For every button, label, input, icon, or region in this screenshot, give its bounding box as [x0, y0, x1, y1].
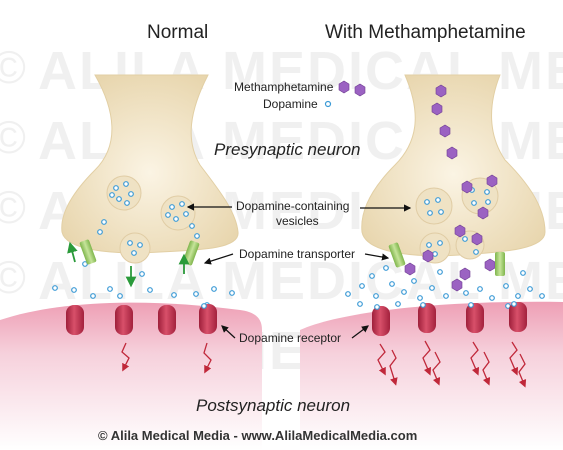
vesicle	[415, 187, 453, 225]
dopamine-transporter	[79, 239, 97, 265]
title-with-meth: With Methamphetamine	[325, 22, 526, 43]
vesicles-label-line1: Dopamine-containing	[236, 199, 350, 213]
watermark-symbol: ©	[0, 251, 26, 303]
postsynaptic-membrane-right	[300, 301, 563, 450]
legend-meth-marker	[338, 80, 350, 94]
title-normal: Normal	[147, 22, 209, 43]
methamphetamine-molecules	[354, 83, 498, 292]
bound-dopamine	[201, 301, 517, 310]
postsynaptic-membrane-left	[0, 302, 262, 450]
postsynaptic-label: Postsynaptic neuron	[196, 396, 351, 415]
presynaptic-label: Presynaptic neuron	[214, 140, 361, 159]
dopamine-transporter	[495, 252, 505, 276]
vesicle	[119, 232, 151, 264]
reuptake-arrows	[67, 241, 190, 288]
dopamine-transporter	[388, 242, 406, 268]
dopamine-receptor	[115, 305, 133, 335]
legend-meth-label: Methamphetamine	[234, 80, 334, 94]
legend-dopamine-label: Dopamine	[263, 97, 318, 111]
receptor-label: Dopamine receptor	[239, 331, 342, 345]
presynaptic-terminal-left	[61, 74, 239, 254]
dopamine-receptor	[158, 305, 176, 335]
dopamine-receptor	[466, 303, 484, 333]
watermark-symbol: ©	[0, 41, 26, 93]
presynaptic-terminal-right	[361, 74, 546, 257]
watermark-symbol: ©	[0, 111, 26, 163]
transporter-label: Dopamine transporter	[239, 247, 356, 261]
signal-arrows	[121, 340, 527, 388]
watermark-symbol: ©	[0, 181, 26, 233]
legend-dopamine-marker	[324, 100, 332, 108]
vesicle	[160, 195, 196, 231]
dopamine-receptor	[199, 304, 217, 334]
dopamine-receptor	[418, 303, 436, 333]
vesicles-label-line2: vesicles	[276, 214, 319, 228]
dopamine-receptor	[509, 302, 527, 332]
dopamine-receptor	[66, 305, 84, 335]
footer-credit: © Alila Medical Media - www.AlilaMedical…	[98, 428, 418, 443]
dopamine-molecules	[52, 181, 545, 309]
dopamine-receptor	[372, 306, 390, 336]
pointer-lines	[186, 203, 412, 339]
vesicle	[106, 175, 142, 211]
watermark: ALILA MEDICAL MEDIA	[38, 251, 563, 311]
